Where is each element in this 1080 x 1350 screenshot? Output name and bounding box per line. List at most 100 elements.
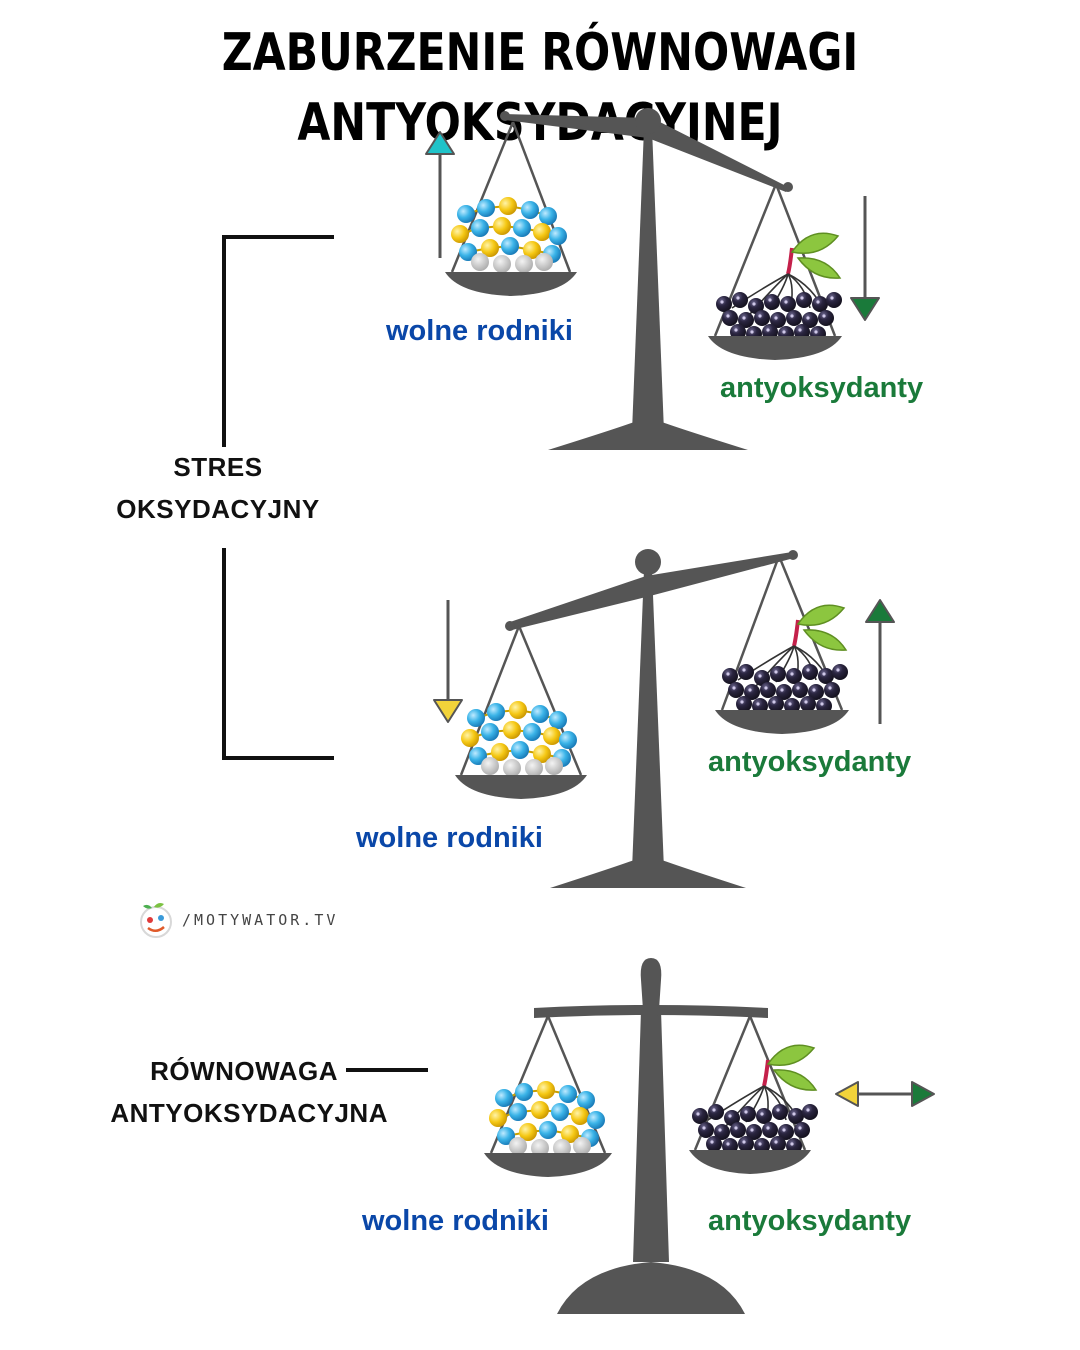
leaf-icon	[766, 1044, 816, 1066]
yellow-radical	[543, 727, 561, 745]
berry-stem	[786, 247, 794, 275]
berry-highlight	[820, 702, 824, 706]
berry-highlight	[718, 1128, 722, 1132]
arrow-head-right	[911, 1081, 935, 1107]
berry	[744, 684, 760, 700]
yellow-radical	[519, 1123, 537, 1141]
arrow-head	[425, 131, 455, 155]
pan-string	[546, 1015, 607, 1154]
scale-base	[548, 422, 748, 450]
yellow-radical	[503, 721, 521, 739]
blue-radical	[531, 705, 549, 723]
berry	[738, 312, 754, 328]
blue-radical	[459, 243, 477, 261]
arrow-head	[865, 599, 895, 623]
berry	[800, 696, 816, 712]
berry-highlight	[760, 1112, 764, 1116]
berry	[796, 292, 812, 308]
blue-radical	[509, 1103, 527, 1121]
berry-highlight	[780, 688, 784, 692]
berry	[732, 292, 748, 308]
scale-3	[484, 958, 935, 1314]
berry-highlight	[750, 1128, 754, 1132]
pan-string	[511, 121, 572, 273]
berry	[808, 684, 824, 700]
scale-1	[425, 108, 880, 450]
grey-radical	[503, 759, 521, 777]
berry	[786, 310, 802, 326]
scale-pan	[484, 1153, 612, 1177]
berry	[722, 668, 738, 684]
berry-highlight	[800, 296, 804, 300]
blue-radical	[539, 207, 557, 225]
blue-radical	[457, 205, 475, 223]
berry	[754, 310, 770, 326]
beam-end	[505, 621, 515, 631]
berry	[788, 1108, 804, 1124]
free-radicals-cluster	[489, 1081, 605, 1157]
berry	[792, 682, 808, 698]
berry	[740, 1106, 756, 1122]
berry	[706, 1136, 722, 1152]
stress-bracket-bottom-vertical	[222, 548, 226, 760]
berry	[802, 312, 818, 328]
berry-highlight	[736, 296, 740, 300]
berry-highlight	[822, 672, 826, 676]
blue-radical	[515, 1083, 533, 1101]
berry	[770, 312, 786, 328]
berry-highlight	[758, 314, 762, 318]
berry-highlight	[766, 328, 770, 332]
scale-pan	[708, 336, 842, 360]
berry-highlight	[758, 674, 762, 678]
berry-stem	[762, 1059, 770, 1087]
scale-pan	[715, 710, 849, 734]
berry-highlight	[756, 702, 760, 706]
yellow-radical	[523, 241, 541, 259]
berry	[730, 1122, 746, 1138]
yellow-radical	[451, 225, 469, 243]
berry	[754, 670, 770, 686]
berry-highlight	[782, 1128, 786, 1132]
blue-radical	[587, 1111, 605, 1129]
leaf-icon	[790, 232, 840, 254]
scale2-left-label: wolne rodniki	[356, 822, 543, 854]
berry-highlight	[710, 1140, 714, 1144]
berry-highlight	[696, 1112, 700, 1116]
berry-highlight	[774, 316, 778, 320]
berry-highlight	[788, 702, 792, 706]
blue-radical	[471, 219, 489, 237]
berry-highlight	[728, 1114, 732, 1118]
berry-highlight	[798, 1126, 802, 1130]
scale-pan	[445, 272, 577, 296]
berry-highlight	[814, 330, 818, 334]
yellow-radical	[491, 743, 509, 761]
berry-highlight	[764, 686, 768, 690]
pan-string	[459, 625, 521, 776]
berry-highlight	[742, 668, 746, 672]
yellow-radical	[461, 729, 479, 747]
scale3-right-label: antyoksydanty	[708, 1205, 912, 1237]
berry-highlight	[702, 1126, 706, 1130]
brand-logo: /MOTYWATOR.TV	[136, 900, 338, 940]
grey-radical	[509, 1137, 527, 1155]
green-up-arrow	[865, 599, 895, 724]
grey-radical	[553, 1139, 571, 1157]
berry-highlight	[752, 302, 756, 306]
berry	[724, 1110, 740, 1126]
berry-highlight	[806, 316, 810, 320]
berry-highlight	[836, 668, 840, 672]
blue-radical	[469, 747, 487, 765]
blue-radical	[523, 723, 541, 741]
berry-highlight	[828, 686, 832, 690]
berry-highlight	[766, 1126, 770, 1130]
berry	[812, 296, 828, 312]
arrow-head-left	[835, 1081, 859, 1107]
scale-pivot	[635, 108, 661, 134]
leaf-icon	[802, 629, 848, 651]
berry-highlight	[790, 1142, 794, 1146]
scale-pan	[455, 775, 587, 799]
berry-highlight	[796, 686, 800, 690]
scale-base	[550, 860, 746, 888]
berry-highlight	[734, 328, 738, 332]
berry	[736, 696, 752, 712]
